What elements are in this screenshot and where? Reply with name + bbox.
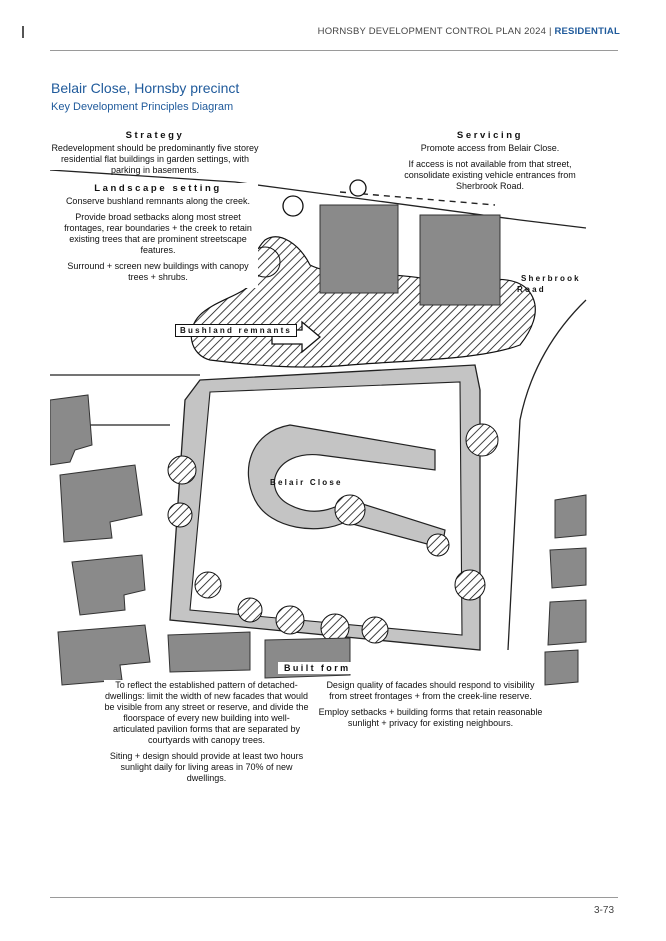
running-header: HORNSBY DEVELOPMENT CONTROL PLAN 2024 | …: [318, 26, 620, 37]
neighbour-building: [59, 464, 143, 543]
label-sherbrook-road-1: Sherbrook: [521, 274, 581, 283]
tree: [275, 605, 305, 635]
neighbour-building: [50, 394, 93, 466]
neighbour-building: [547, 599, 587, 646]
tree: [282, 195, 304, 217]
landscape-note: Landscape setting Conserve bushland remn…: [58, 183, 258, 288]
page-subtitle: Key Development Principles Diagram: [51, 101, 234, 113]
strategy-heading: Strategy: [125, 130, 185, 141]
landscape-text-2: Provide broad setbacks along most street…: [64, 212, 252, 255]
belair-close-road: [247, 424, 446, 549]
tree: [361, 616, 389, 644]
servicing-heading: Servicing: [456, 130, 524, 141]
tree: [194, 571, 222, 599]
header-rule: [50, 50, 618, 51]
road-line-east: [507, 299, 587, 651]
neighbour-building: [57, 624, 151, 686]
neighbour-building: [167, 631, 251, 673]
tree: [349, 179, 367, 197]
label-belair-close: Belair Close: [270, 478, 343, 487]
neighbour-building: [554, 494, 587, 539]
servicing-note: Servicing Promote access from Belair Clo…: [395, 130, 585, 197]
built-form-text-2: Siting + design should provide at least …: [109, 751, 304, 783]
built-form-right-note: Design quality of facades should respond…: [318, 680, 543, 734]
tree: [465, 423, 499, 457]
header-section: RESIDENTIAL: [554, 26, 620, 37]
bushland-arrow: [271, 320, 322, 354]
tree: [334, 494, 366, 526]
neighbour-building: [544, 649, 579, 686]
neighbour-building: [71, 554, 146, 616]
access-dashed-line: [339, 191, 496, 206]
built-form-text-1: To reflect the established pattern of de…: [104, 680, 309, 745]
tree: [426, 533, 450, 557]
header-separator: |: [548, 26, 552, 37]
footer-rule: [50, 897, 618, 898]
servicing-text-2: If access is not available from that str…: [404, 159, 576, 191]
landscape-heading: Landscape setting: [94, 183, 222, 194]
header-document: HORNSBY DEVELOPMENT CONTROL PLAN 2024: [317, 26, 547, 37]
development-site: [189, 381, 463, 636]
label-sherbrook-road-2: Road: [517, 285, 546, 294]
servicing-text-1: Promote access from Belair Close.: [420, 143, 560, 153]
built-form-text-3: Design quality of facades should respond…: [326, 680, 535, 701]
strategy-text: Redevelopment should be predominantly fi…: [51, 143, 259, 175]
road-line-north: [50, 170, 587, 229]
strategy-note: Strategy Redevelopment should be predomi…: [50, 130, 260, 181]
tree: [167, 502, 193, 528]
tree: [167, 455, 197, 485]
built-form-heading: Built form: [278, 662, 357, 674]
landscape-text-1: Conserve bushland remnants along the cre…: [65, 196, 251, 206]
label-bushland: Bushland remnants: [175, 324, 298, 337]
header-marker: [22, 26, 24, 38]
landscape-text-3: Surround + screen new buildings with can…: [67, 261, 249, 282]
tree: [454, 569, 486, 601]
neighbour-building: [549, 547, 587, 589]
built-form-text-4: Employ setbacks + building forms that re…: [318, 707, 543, 728]
page-title: Belair Close, Hornsby precinct: [51, 80, 240, 96]
existing-building: [419, 214, 501, 306]
tree: [237, 597, 263, 623]
page-number: 3-73: [593, 905, 614, 916]
existing-building: [319, 204, 399, 294]
built-form-left-note: To reflect the established pattern of de…: [104, 680, 309, 789]
